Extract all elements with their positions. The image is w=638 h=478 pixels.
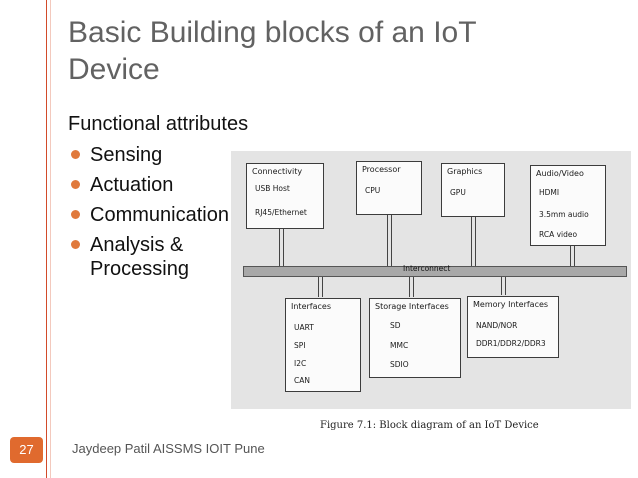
block-item: SD xyxy=(390,321,401,330)
connector-arrow xyxy=(570,246,575,266)
slide-title: Basic Building blocks of an IoT Device xyxy=(68,16,477,86)
block-item: SPI xyxy=(294,341,306,350)
block-header: Graphics xyxy=(447,167,483,176)
connector-arrow xyxy=(409,277,414,297)
connectivity-block: Connectivity USB Host RJ45/Ethernet xyxy=(246,163,324,229)
block-item: RCA video xyxy=(539,230,578,239)
connector-arrow xyxy=(501,277,506,295)
bullet-item: Communication xyxy=(70,203,229,227)
audio-video-block: Audio/Video HDMI 3.5mm audio RCA video xyxy=(530,165,606,246)
interconnect-label: Interconnect xyxy=(403,264,451,273)
block-header: Memory Interfaces xyxy=(473,300,549,309)
slide-footer: Jaydeep Patil AISSMS IOIT Pune xyxy=(72,441,265,456)
iot-block-diagram: Connectivity USB Host RJ45/Ethernet Proc… xyxy=(231,151,631,409)
interconnect-bus xyxy=(243,266,627,277)
block-item: CPU xyxy=(365,186,381,195)
left-accent-line xyxy=(46,0,47,478)
bullet-dot-icon xyxy=(71,180,80,189)
processor-block: Processor CPU xyxy=(356,161,422,215)
connector-arrow xyxy=(387,215,392,266)
block-header: Connectivity xyxy=(252,167,303,176)
block-item: RJ45/Ethernet xyxy=(255,208,307,217)
block-item: HDMI xyxy=(539,188,560,197)
block-item: USB Host xyxy=(255,184,290,193)
block-item: SDIO xyxy=(390,360,409,369)
block-header: Audio/Video xyxy=(536,169,584,178)
graphics-block: Graphics GPU xyxy=(441,163,505,217)
figure-caption: Figure 7.1: Block diagram of an IoT Devi… xyxy=(320,420,539,431)
block-item: GPU xyxy=(450,188,466,197)
bullet-dot-icon xyxy=(71,150,80,159)
connector-arrow xyxy=(318,277,323,297)
bullet-dot-icon xyxy=(71,240,80,249)
connector-arrow xyxy=(279,229,284,266)
bullet-list: Sensing Actuation Communication Analysis… xyxy=(70,143,229,287)
block-item: 3.5mm audio xyxy=(539,210,589,219)
block-item: UART xyxy=(294,323,314,332)
block-item: CAN xyxy=(294,376,310,385)
storage-interfaces-block: Storage Interfaces SD MMC SDIO xyxy=(369,298,461,378)
block-header: Processor xyxy=(362,165,401,174)
block-item: MMC xyxy=(390,341,409,350)
connector-arrow xyxy=(471,217,476,266)
block-item: DDR1/DDR2/DDR3 xyxy=(476,339,546,348)
bullet-item: Analysis & Processing xyxy=(70,233,210,281)
bullet-item: Actuation xyxy=(70,173,229,197)
slide-number-badge: 27 xyxy=(10,437,43,463)
block-header: Storage Interfaces xyxy=(375,302,449,311)
block-item: NAND/NOR xyxy=(476,321,518,330)
bullet-item: Sensing xyxy=(70,143,229,167)
bullet-dot-icon xyxy=(71,210,80,219)
memory-interfaces-block: Memory Interfaces NAND/NOR DDR1/DDR2/DDR… xyxy=(467,296,559,358)
block-item: I2C xyxy=(294,359,307,368)
slide-subtitle: Functional attributes xyxy=(68,113,249,135)
block-header: Interfaces xyxy=(291,302,331,311)
left-accent-line-light xyxy=(50,0,51,478)
interfaces-block: Interfaces UART SPI I2C CAN xyxy=(285,298,361,392)
